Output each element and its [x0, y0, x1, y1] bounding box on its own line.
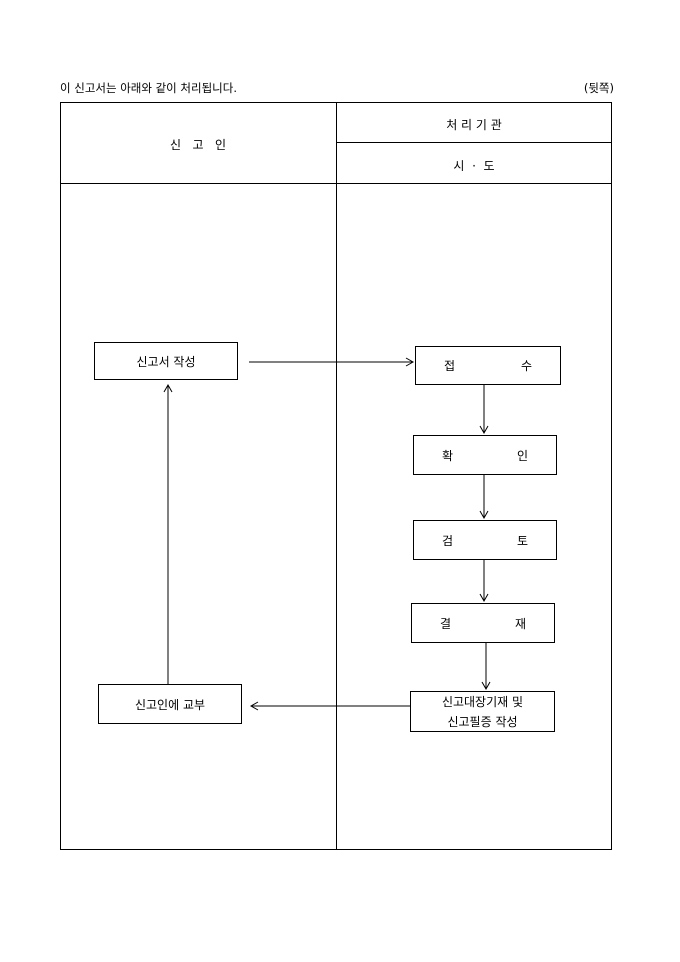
agency-subheader-divider: [336, 142, 612, 143]
confirm-step: 확 인: [413, 435, 557, 475]
write-report-step: 신고서 작성: [94, 342, 238, 380]
review-step-char-2: 토: [516, 533, 528, 548]
header-divider: [60, 183, 612, 184]
register-step-line-1: 신고대장기재 및: [441, 694, 524, 709]
applicant-column-header: 신 고 인: [169, 138, 226, 152]
receive-step-char-2: 수: [520, 359, 532, 373]
confirm-step-char-2: 인: [516, 448, 528, 463]
notice-text: 이 신고서는 아래와 같이 처리됩니다.: [60, 81, 237, 95]
confirm-step-char-1: 확: [442, 448, 454, 463]
back-side-label: (뒷쪽): [583, 81, 614, 95]
review-step-char-1: 검: [442, 533, 454, 548]
approve-step: 결 재: [411, 603, 555, 643]
receive-step-char-1: 접: [444, 359, 456, 373]
arrow-receive-to-confirm: [479, 385, 489, 435]
arrow-approve-to-register: [481, 643, 491, 691]
register-and-certificate-step: 신고대장기재 및 신고필증 작성: [410, 691, 555, 732]
arrow-review-to-approve: [479, 560, 489, 603]
column-divider: [336, 102, 337, 850]
arrow-write-to-receive: [249, 357, 415, 367]
approve-step-char-1: 결: [440, 616, 452, 631]
arrow-confirm-to-review: [479, 475, 489, 520]
review-step: 검 토: [413, 520, 557, 560]
approve-step-char-2: 재: [514, 616, 526, 631]
arrow-deliver-to-write: [163, 383, 173, 684]
deliver-to-applicant-step: 신고인에 교부: [98, 684, 242, 724]
register-step-line-2: 신고필증 작성: [447, 714, 518, 729]
arrow-register-to-deliver: [249, 701, 410, 711]
agency-subheader: 시 · 도: [453, 159, 495, 173]
agency-column-header: 처 리 기 관: [446, 118, 502, 132]
receive-step: 접 수: [415, 346, 561, 385]
